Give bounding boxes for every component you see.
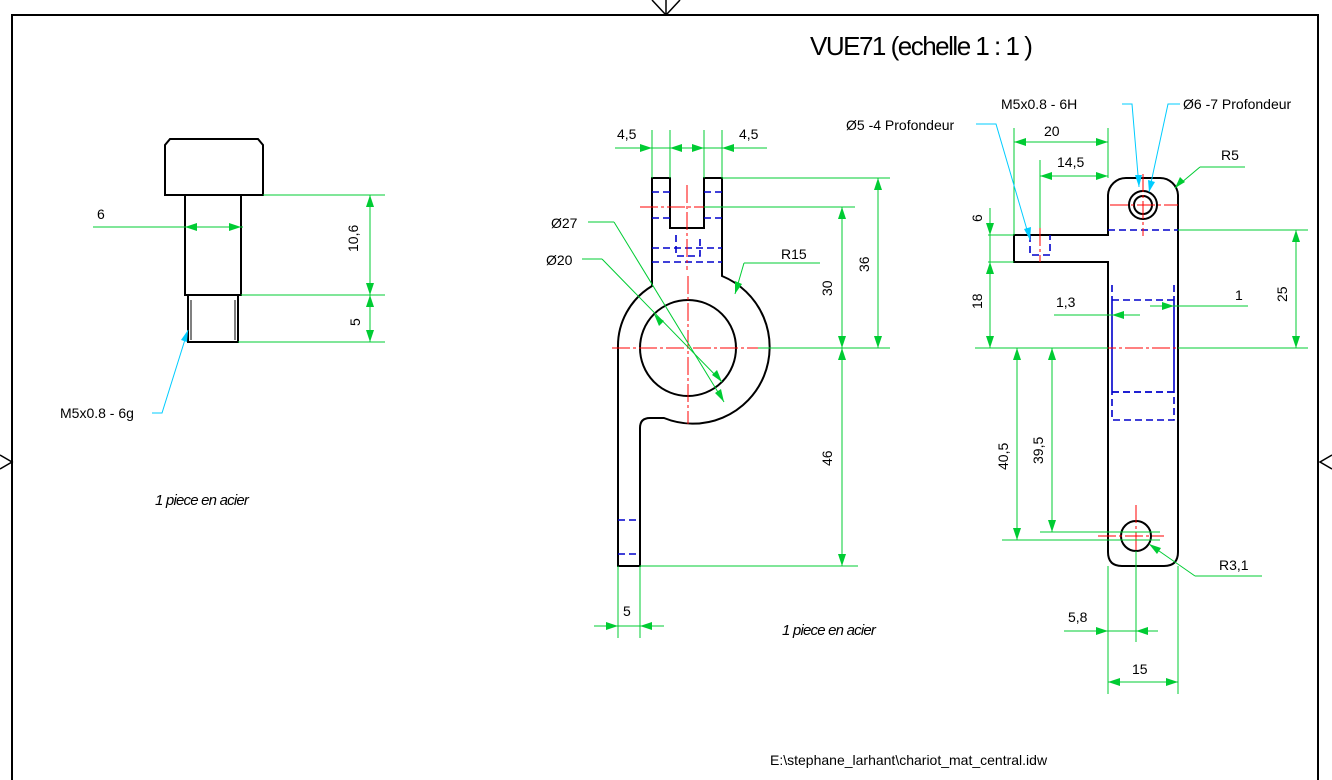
side-dim-r3-1: R3,1 (1219, 557, 1249, 573)
screw-dim-6: 6 (97, 206, 105, 222)
side-dimensions (975, 128, 1308, 694)
screw-thread-callout: M5x0.8 - 6g (60, 405, 134, 421)
front-dim-dia20: Ø20 (546, 252, 573, 268)
material-note-center: 1 piece en acier (782, 622, 877, 639)
front-dim-46: 46 (819, 450, 835, 466)
screw-view: 6 10,6 5 M5x0.8 - 6g (60, 138, 385, 421)
side-view: 20 14,5 6 18 1,3 1 25 40,5 39,5 R5 R3,1 … (846, 96, 1308, 694)
side-dim-14-5: 14,5 (1057, 154, 1084, 170)
left-center-mark (0, 454, 14, 470)
side-dim-6: 6 (969, 214, 985, 222)
front-dim-36: 36 (856, 256, 872, 272)
file-path: E:\stephane_larhant\chariot_mat_central.… (770, 752, 1048, 768)
side-centerlines (1039, 174, 1190, 566)
front-dim-4-5-left: 4,5 (617, 126, 637, 142)
side-dim-40-5: 40,5 (995, 443, 1011, 470)
side-dim-39-5: 39,5 (1030, 437, 1046, 464)
side-dim-r5: R5 (1221, 147, 1239, 163)
side-outline (1013, 176, 1179, 567)
side-dim-1-3: 1,3 (1056, 294, 1076, 310)
side-callout-leaders (976, 103, 1180, 241)
side-dim-1: 1 (1235, 287, 1243, 303)
top-center-mark (651, 0, 681, 17)
side-dim-18: 18 (969, 293, 985, 309)
front-dim-dia27: Ø27 (551, 215, 578, 231)
side-dim-25: 25 (1274, 286, 1290, 302)
front-dimensions (582, 130, 890, 638)
side-callout-hole6: Ø6 -7 Profondeur (1183, 96, 1292, 112)
side-dim-20: 20 (1044, 123, 1060, 139)
front-dim-30: 30 (819, 280, 835, 296)
screw-outline (164, 138, 264, 343)
side-dim-5-8: 5,8 (1068, 609, 1088, 625)
screw-dimensions (93, 194, 385, 343)
side-callout-thread: M5x0.8 - 6H (1001, 96, 1077, 112)
front-outline (616, 177, 771, 567)
front-view: 4,5 4,5 Ø27 Ø20 R15 36 30 46 5 (546, 126, 890, 638)
side-callout-hole5: Ø5 -4 Profondeur (846, 117, 955, 133)
front-dim-5: 5 (623, 603, 631, 619)
material-note-left: 1 piece en acier (155, 492, 250, 509)
front-dim-r15: R15 (781, 246, 807, 262)
view-title: VUE71 (echelle 1 : 1 ) (810, 31, 1032, 61)
side-dim-15: 15 (1132, 661, 1148, 677)
front-centerlines (612, 185, 766, 424)
front-dim-4-5-right: 4,5 (739, 126, 759, 142)
screw-dim-10-6: 10,6 (345, 225, 361, 252)
right-center-mark (1318, 454, 1332, 470)
screw-dim-5: 5 (347, 318, 363, 326)
